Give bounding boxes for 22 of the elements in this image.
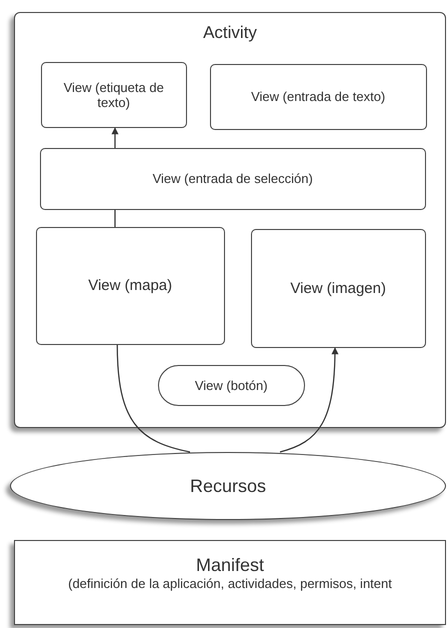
view-box [250, 228, 426, 348]
arrow [280, 347, 338, 453]
node-label: View (etiqueta de texto) [62, 80, 165, 110]
view-box [210, 64, 427, 130]
view-box [40, 62, 187, 128]
node-label: View (entrada de selección) [152, 171, 313, 186]
node-label: Manifest [196, 555, 264, 576]
frame-title: Activity [203, 23, 257, 43]
view-box [36, 226, 225, 345]
node-label: View (imagen) [290, 280, 386, 297]
connector-line [116, 344, 190, 453]
node-label: View (mapa) [88, 277, 172, 294]
node-label: Recursos [190, 476, 266, 496]
activity-frame [14, 12, 446, 428]
connector-line [114, 210, 116, 227]
node-label: View (botón) [194, 378, 268, 393]
node-description: (definición de la aplicación, actividades, permisos, intent [68, 576, 392, 591]
view-box [40, 148, 426, 210]
arrow [112, 127, 118, 148]
manifest-box [14, 540, 446, 625]
button-pill [158, 364, 305, 406]
node-label: View (entrada de texto) [251, 89, 386, 104]
